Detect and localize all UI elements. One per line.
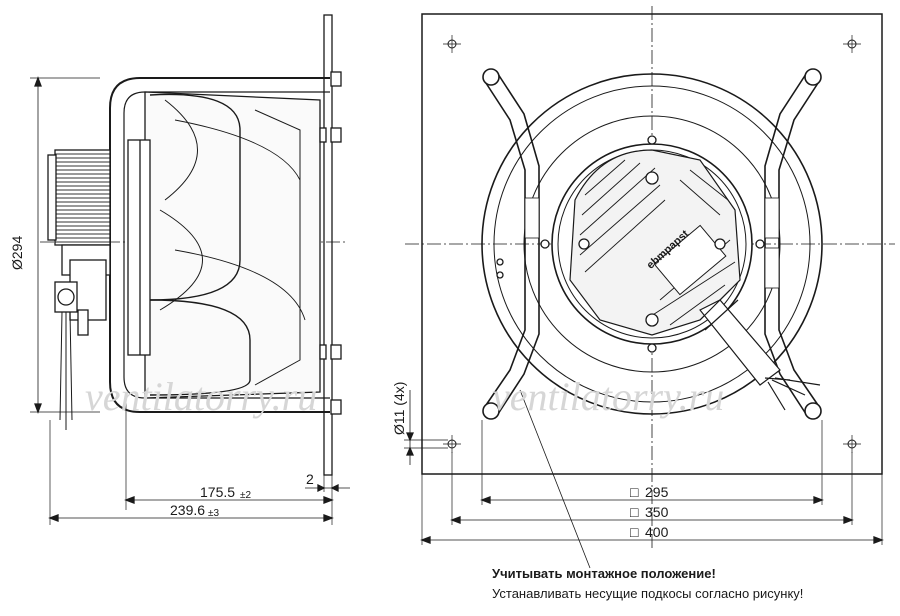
sq-295: □ [630, 484, 639, 500]
side-view [30, 14, 350, 525]
inlet-ring-outer [481, 73, 823, 415]
cable-gland [54, 281, 89, 430]
dim-2-label: 2 [306, 471, 314, 487]
note-mounting-position: Учитывать монтажное положение! [492, 566, 716, 581]
sq-350: □ [630, 504, 639, 520]
watermark-left: ventilatorry.ru [85, 374, 317, 419]
dim-175-label: 175.5 [200, 484, 235, 500]
note-leader [519, 389, 591, 569]
motor-hub [496, 135, 765, 353]
watermark-right: ventilatorry.ru [492, 374, 724, 419]
motor-fins [54, 149, 111, 246]
dim-295-label: 295 [645, 484, 669, 500]
note-support-struts: Устанавливать несущие подкосы согласно р… [492, 586, 804, 601]
inlet-ring-inner [493, 85, 811, 403]
dim-hole-label: Ø11 (4x) [391, 382, 407, 435]
dim-239-label: 239.6 [170, 502, 205, 518]
dim-400-label: 400 [645, 524, 669, 540]
mounting-plate-side [323, 14, 333, 476]
dim-175-tol: ±2 [240, 490, 251, 501]
sq-400: □ [630, 524, 639, 540]
motor-cable [699, 289, 821, 411]
dim-height-label: Ø294 [9, 236, 25, 270]
dim-239-tol: ±3 [208, 508, 219, 519]
front-view: ebmpapst [404, 6, 895, 569]
plate-bolts [319, 71, 342, 415]
mounting-holes [443, 35, 861, 453]
impeller [144, 91, 321, 399]
dim-350-label: 350 [645, 504, 669, 520]
